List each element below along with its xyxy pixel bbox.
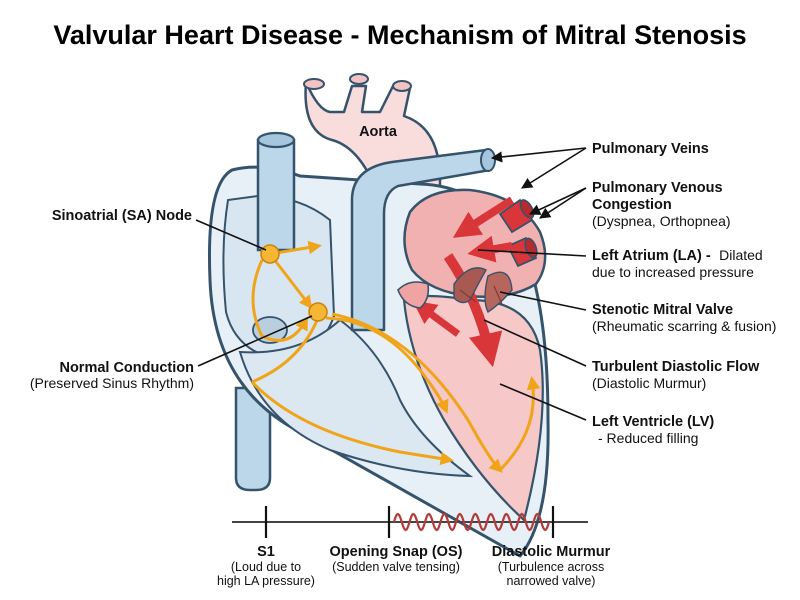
sa-node (260, 244, 280, 264)
svg-text:(Sudden valve tensing): (Sudden valve tensing) (332, 560, 460, 574)
label-sa-node: Sinoatrial (SA) Node (52, 208, 267, 251)
svg-text:(Rheumatic scarring & fusion): (Rheumatic scarring & fusion) (592, 318, 776, 334)
svg-text:Stenotic Mitral Valve: Stenotic Mitral Valve (592, 302, 733, 318)
svg-text:S1: S1 (257, 544, 275, 560)
svg-text:(Loud due to: (Loud due to (231, 560, 301, 574)
svg-text:(Turbulence across: (Turbulence across (498, 560, 605, 574)
label-normal-conduction: Normal Conduction (Preserved Sinus Rhyth… (30, 315, 313, 391)
svg-text:Congestion: Congestion (592, 197, 672, 213)
label-mitral-valve: Stenotic Mitral Valve (Rheumatic scarrin… (499, 291, 776, 334)
heart-illustration (208, 73, 550, 558)
page-title: Valvular Heart Disease - Mechanism of Mi… (53, 20, 746, 50)
conduction-pathway (250, 240, 541, 473)
svg-text:Pulmonary Venous: Pulmonary Venous (592, 180, 723, 196)
svg-text:(Diastolic Murmur): (Diastolic Murmur) (592, 375, 706, 391)
svg-text:narrowed valve): narrowed valve) (507, 574, 596, 588)
heart-sound-timeline: S1 (Loud due to high LA pressure) Openin… (217, 506, 611, 588)
svg-text:Normal Conduction: Normal Conduction (59, 360, 194, 376)
right-ventricle (238, 318, 474, 478)
label-aorta: Aorta (359, 124, 398, 140)
blood-flow-arrows (412, 196, 515, 368)
svg-text:(Preserved Sinus Rhythm): (Preserved Sinus Rhythm) (30, 375, 194, 391)
inferior-vena-cava (234, 386, 272, 492)
svg-text:(Dyspnea, Orthopnea): (Dyspnea, Orthopnea) (592, 213, 731, 229)
label-pulmonary-veins: Pulmonary Veins (490, 141, 709, 189)
svg-text:high LA pressure): high LA pressure) (217, 574, 315, 588)
superior-vena-cava (256, 138, 296, 252)
label-turbulent-flow: Turbulent Diastolic Flow (Diastolic Murm… (483, 319, 760, 391)
svg-text:Pulmonary Veins: Pulmonary Veins (592, 141, 709, 157)
svg-text:Sinoatrial (SA) Node: Sinoatrial (SA) Node (52, 208, 192, 224)
svg-text:Left Ventricle (LV): Left Ventricle (LV) (592, 414, 714, 430)
svg-text:Left Atrium (LA) - Dilat: Left Atrium (LA) - Dilated (592, 247, 763, 264)
label-pulmonary-congestion: Pulmonary Venous Congestion (Dyspnea, Or… (528, 180, 731, 229)
svg-text:Turbulent Diastolic Flow: Turbulent Diastolic Flow (592, 359, 760, 375)
left-atrium-title: Left Atrium (LA) - (592, 248, 711, 264)
av-node (308, 302, 328, 322)
label-left-ventricle: Left Ventricle (LV) - Reduced filling (499, 383, 714, 446)
svg-text:- Reduced filling: - Reduced filling (598, 430, 698, 446)
left-atrium-detail: Dilated (719, 247, 763, 263)
label-left-atrium: Left Atrium (LA) - Dilated due to increa… (477, 247, 763, 280)
svg-text:Opening Snap (OS): Opening Snap (OS) (330, 544, 463, 560)
svg-text:Diastolic Murmur: Diastolic Murmur (492, 544, 611, 560)
mitral-valve-leaflets (397, 267, 513, 314)
murmur-wave (392, 512, 551, 532)
svg-text:due to increased pressure: due to increased pressure (592, 264, 754, 280)
